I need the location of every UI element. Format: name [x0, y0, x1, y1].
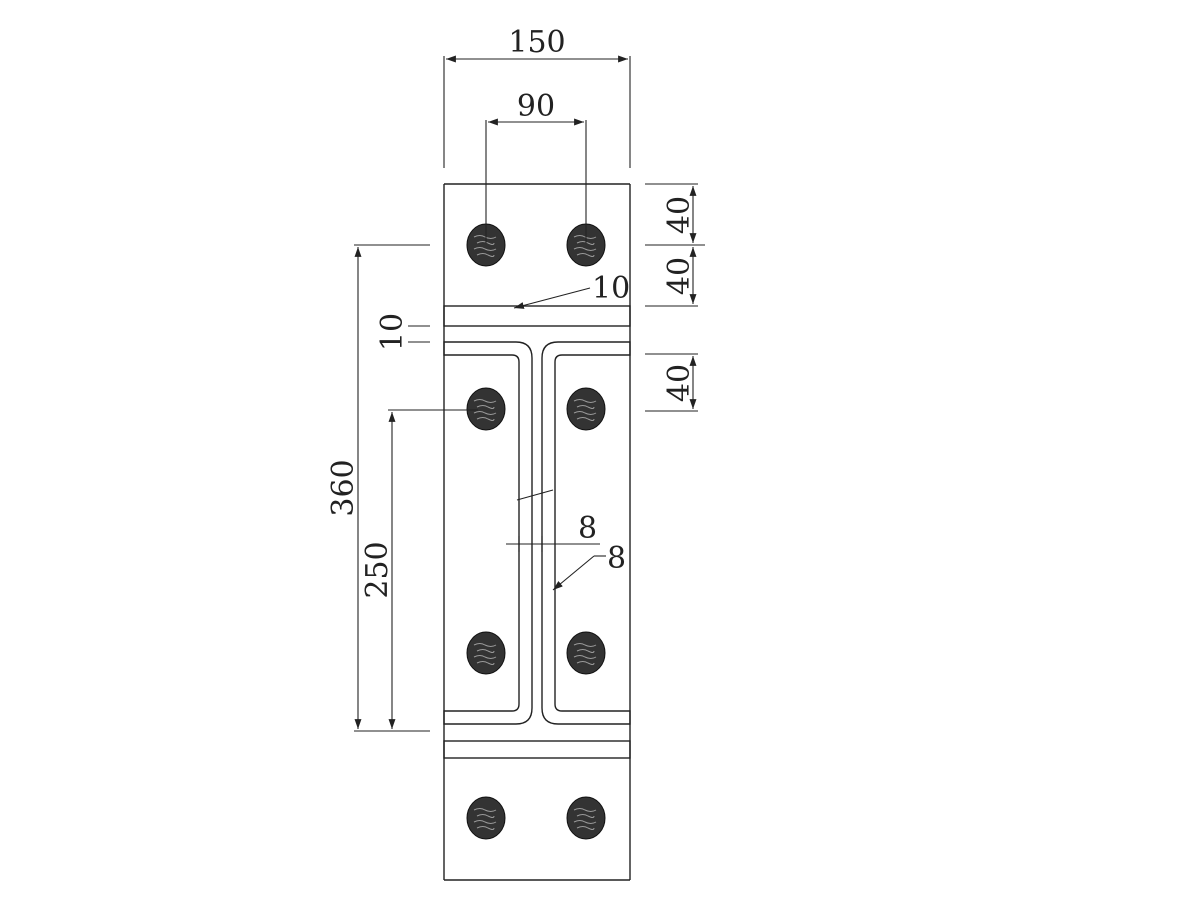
dim-top-edge-label: 40: [662, 196, 697, 234]
bolt: [466, 387, 506, 431]
dim-overall-width: 150: [443, 25, 631, 168]
weld-callout-channel: 8: [552, 541, 626, 591]
dim-right-chain: 40 40 40: [645, 183, 705, 412]
bottom-flange-plate: [443, 740, 631, 759]
weld-callout-channel-label: 8: [607, 541, 626, 576]
left-channel-section: [443, 341, 533, 725]
dim-plate-gap: 10: [375, 313, 430, 351]
dim-total-height: 360: [326, 244, 430, 732]
bolt: [566, 631, 606, 675]
bolt-group: [466, 223, 606, 840]
right-channel-section: [541, 341, 631, 725]
dim-total-height-label: 360: [326, 459, 361, 516]
dim-overall-width-label: 150: [508, 25, 565, 60]
dim-web-thickness-label: 8: [578, 511, 597, 546]
dim-bolt-spacing-label: 90: [517, 89, 555, 124]
dim-web-thickness: 8: [506, 489, 600, 552]
bolt: [566, 223, 606, 267]
dim-lower-edge-label: 40: [662, 364, 697, 402]
bolt: [466, 796, 506, 840]
dim-top-gap-label: 40: [662, 257, 697, 295]
weld-callout-top: 10: [513, 271, 630, 309]
bolt: [566, 796, 606, 840]
dim-bolt-spacing: 90: [485, 89, 587, 243]
outer-plate-outline: [443, 183, 631, 881]
dim-plate-gap-label: 10: [375, 313, 410, 351]
bolt: [566, 387, 606, 431]
dim-bolt-height: 250: [360, 409, 478, 729]
dim-bolt-height-label: 250: [360, 541, 395, 598]
top-flange-plate: [443, 305, 631, 327]
weld-callout-top-label: 10: [592, 271, 630, 306]
bolt: [466, 631, 506, 675]
